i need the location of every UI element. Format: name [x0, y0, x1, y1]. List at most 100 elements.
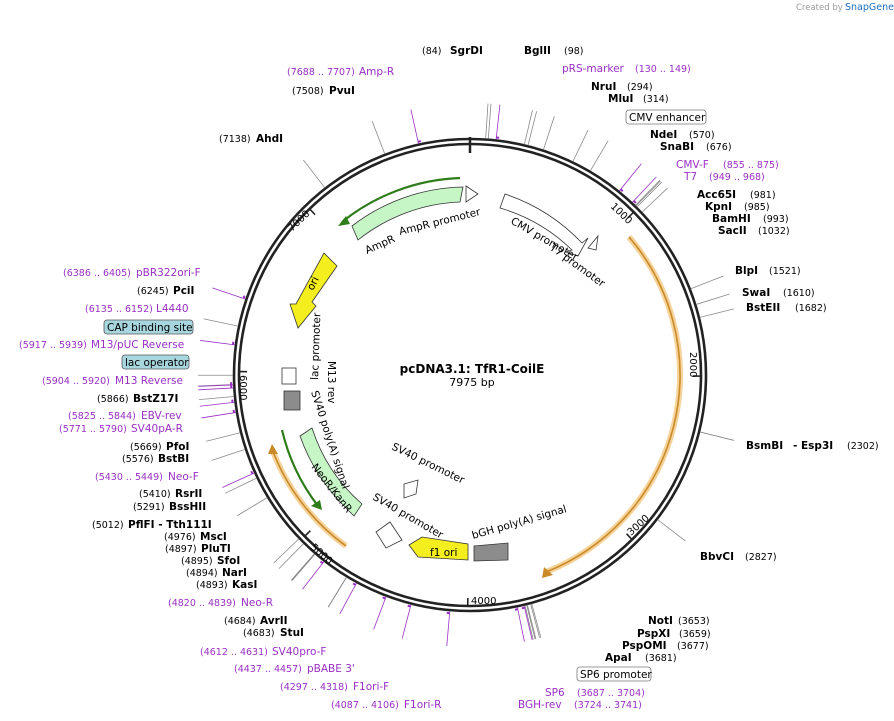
label-t7: T7	[683, 171, 697, 183]
pos-f1ori-f: (4297 .. 4318)	[280, 682, 348, 693]
leader-kpni	[635, 180, 661, 207]
primer-mark-neo-f	[250, 470, 254, 475]
primer-mark-f1ori-f	[407, 604, 411, 608]
label-m13puc-reverse: M13/pUC Reverse	[91, 339, 184, 351]
label-acc65i: Acc65I	[697, 189, 736, 201]
leader-pspxi	[530, 604, 541, 639]
leader-pbabe-3-	[373, 596, 387, 630]
plasmid-length: 7975 bp	[449, 376, 494, 389]
primer-mark-pbr322ori-f	[242, 295, 246, 299]
pos-neo-f: (5430 .. 5449)	[95, 472, 163, 483]
tick-label-6000: 6000	[237, 375, 248, 400]
bgh-polya-feature[interactable]	[473, 542, 509, 562]
label-pspxi: PspXI	[637, 628, 670, 640]
leader-sp6	[523, 605, 533, 640]
tick-label-4000: 4000	[471, 596, 496, 607]
leader-bbvci	[657, 519, 686, 542]
t7-promoter-feature[interactable]	[587, 234, 599, 251]
primer-mark-sv40pro-f	[352, 582, 357, 586]
cap-binding-site-box	[103, 319, 194, 335]
label-ori: ori	[305, 275, 322, 293]
pos-bbvci: (2827)	[745, 552, 777, 563]
amp-orf-line	[341, 176, 461, 223]
label-pbabe3: pBABE 3'	[307, 663, 355, 675]
leader-prs-marker	[495, 104, 501, 140]
pos-sgrdi: (84)	[422, 46, 442, 57]
leader-m13-puc-reverse	[198, 384, 234, 387]
pos-pluti: (4897)	[165, 544, 197, 555]
sv40-polya-feature[interactable]	[283, 390, 301, 411]
tick-label-7000: 7000	[286, 209, 312, 235]
ampr-feature[interactable]	[351, 186, 464, 241]
pos-sv40pa-r: (5771 .. 5790)	[59, 424, 127, 435]
leader-bstbi	[211, 449, 246, 461]
pos-kpni: (985)	[744, 202, 770, 213]
label-kasi: KasI	[232, 579, 257, 591]
pos-bstz17i: (5866)	[97, 394, 129, 405]
label-bgh-polya: bGH poly(A) signal	[471, 503, 569, 542]
tick-label-5000: 5000	[308, 542, 334, 567]
primer-mark-t7	[633, 200, 637, 204]
pos-msci: (4976)	[164, 532, 196, 543]
leader-pflfi-tth111i	[273, 538, 300, 564]
pos-pflfi: (5012)	[92, 520, 124, 531]
pos-ahdi: (7138)	[219, 134, 251, 145]
leader-cmv-f	[618, 163, 642, 192]
leader-sp6-promoter	[524, 605, 534, 640]
label-sv40pro-f: SV40pro-F	[272, 646, 326, 658]
pos-avrii: (4684)	[224, 616, 256, 627]
ampr-promoter-feature[interactable]	[465, 185, 479, 203]
pos-pbr322ori-f: (6386 .. 6405)	[63, 268, 131, 279]
leader-blpi	[690, 275, 724, 290]
pos-m13puc-reverse: (5917 .. 5939)	[19, 340, 87, 351]
f1-ori-feature[interactable]	[408, 536, 469, 561]
primer-mark-amp-r	[417, 140, 422, 143]
tick-marks	[239, 208, 702, 606]
ori-feature[interactable]	[289, 252, 338, 329]
sv40-promoter-feature-1[interactable]	[375, 521, 403, 549]
label-ebv-rev: EBV-rev	[141, 410, 182, 422]
tick-3000	[625, 533, 633, 541]
lac-promoter-feature[interactable]	[281, 367, 297, 385]
leader-f1ori-r	[446, 611, 451, 647]
label-sfoi: SfoI	[217, 555, 240, 567]
tick-5000	[304, 530, 311, 537]
label-prs-marker: pRS-marker	[562, 63, 625, 75]
label-snabi: SnaBI	[660, 141, 694, 153]
label-lac-promoter: lac promoter	[309, 312, 323, 380]
leader-pbr322ori-f	[212, 287, 246, 300]
pos-t7: (949 .. 968)	[709, 172, 765, 183]
label-bsshii: BssHII	[169, 501, 206, 513]
tick-7000	[308, 208, 316, 216]
tick-1000	[627, 211, 635, 219]
pos-m13-reverse: (5904 .. 5920)	[42, 376, 110, 387]
credit-text: Created by	[796, 3, 843, 13]
site-leader-lines	[197, 103, 735, 647]
pos-pspxi: (3659)	[679, 629, 711, 640]
label-cap-binding-site: CAP binding site	[107, 322, 193, 334]
label-bstz17i: BstZ17I	[133, 393, 178, 405]
label-amp-r: Amp-R	[359, 66, 394, 78]
pos-kasi: (4893)	[196, 580, 228, 591]
cmv-enhancer-box	[625, 109, 707, 125]
label-bbvci: BbvCI	[700, 551, 734, 563]
pos-bgh-rev: (3724 .. 3741)	[574, 700, 642, 711]
leader-ndei	[572, 129, 589, 162]
label-ahdi: AhdI	[256, 133, 283, 145]
label-bglii: BglII	[524, 45, 551, 57]
leader-sacii	[641, 187, 668, 213]
leader-bsshii	[237, 497, 268, 517]
neor-kanr-feature[interactable]	[299, 427, 363, 517]
pos-bglii: (98)	[564, 46, 584, 57]
sv40-promoter-feature-2[interactable]	[403, 479, 419, 499]
pos-blpi: (1521)	[769, 266, 801, 277]
cmv-promoter-feature[interactable]	[499, 193, 589, 257]
label-rsrii: RsrII	[175, 488, 202, 500]
label-bamhi: BamHI	[712, 213, 751, 225]
label-bgh-rev: BGH-rev	[518, 699, 562, 711]
label-sp6-promoter: SP6 promoter	[580, 669, 652, 681]
pos-pcii: (6245)	[137, 286, 169, 297]
pos-stui: (4683)	[243, 628, 275, 639]
label-pfoi: PfoI	[166, 441, 189, 453]
label-ampr: AmpR	[363, 233, 397, 257]
